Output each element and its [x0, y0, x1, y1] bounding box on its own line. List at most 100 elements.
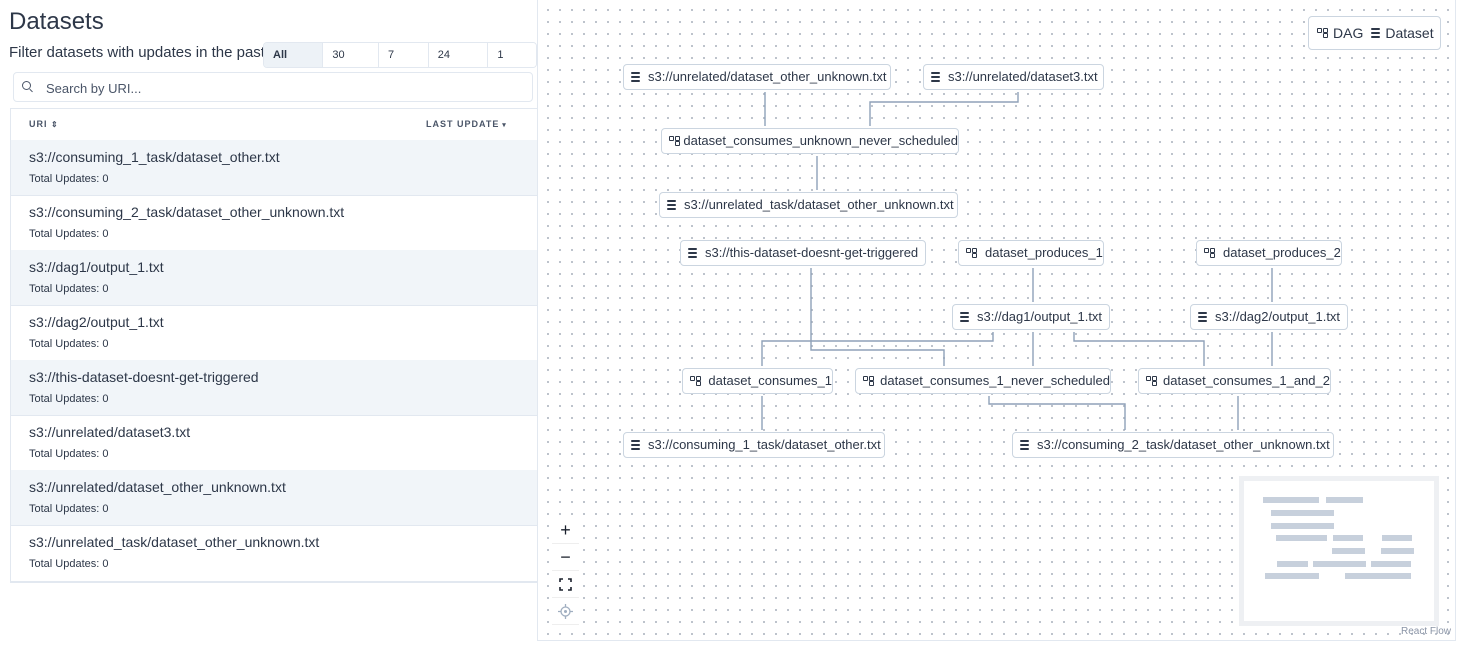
sort-icon: ⇕	[51, 120, 59, 129]
dataset-node[interactable]: s3://unrelated_task/dataset_other_unknow…	[659, 192, 958, 218]
legend-dataset-label: Dataset	[1385, 25, 1434, 41]
dataset-uri: s3://consuming_2_task/dataset_other_unkn…	[29, 204, 345, 220]
edge	[761, 332, 994, 366]
dag-node[interactable]: dataset_consumes_1_and_2	[1138, 368, 1331, 394]
node-label: s3://unrelated_task/dataset_other_unknow…	[684, 197, 954, 212]
range-7-days-button[interactable]: 7 days	[377, 43, 428, 67]
dataset-uri: s3://dag2/output_1.txt	[29, 314, 164, 330]
fit-view-button[interactable]	[552, 571, 579, 598]
legend-dag-label: DAG	[1333, 25, 1364, 41]
edge	[988, 396, 1126, 430]
total-updates: Total Updates: 0	[29, 503, 109, 515]
fit-view-icon	[559, 577, 572, 591]
dag-node[interactable]: dataset_consumes_unknown_never_scheduled	[661, 128, 959, 154]
dataset-icon	[1371, 27, 1381, 39]
table-row[interactable]: s3://dag1/output_1.txt Total Updates: 0	[11, 250, 537, 306]
table-row[interactable]: s3://unrelated_task/dataset_other_unknow…	[11, 525, 537, 580]
dataset-icon	[1198, 311, 1207, 323]
react-flow-attribution[interactable]: React Flow	[1401, 626, 1452, 637]
dag-node[interactable]: dataset_consumes_1	[682, 368, 833, 394]
time-range-group: All Time 30 days 7 days 24 hours 1 hour	[263, 42, 537, 68]
minimap-node	[1371, 561, 1411, 567]
uri-header-label: URI	[29, 119, 48, 129]
graph-controls: + −	[552, 517, 580, 625]
zoom-out-button[interactable]: −	[552, 544, 579, 571]
dataset-icon	[631, 71, 640, 83]
minimap-node	[1332, 548, 1365, 554]
minimap-viewport	[1244, 481, 1434, 621]
total-updates: Total Updates: 0	[29, 338, 109, 350]
page-title: Datasets	[9, 8, 104, 35]
dataset-icon	[931, 71, 940, 83]
table-row[interactable]: s3://consuming_2_task/dataset_other_unkn…	[11, 195, 537, 251]
uri-column-header[interactable]: URI ⇕	[29, 119, 59, 129]
table-row[interactable]: s3://consuming_1_task/dataset_other.txt …	[11, 140, 537, 196]
dataset-uri: s3://this-dataset-doesnt-get-triggered	[29, 369, 259, 385]
zoom-in-button[interactable]: +	[552, 517, 579, 544]
datasets-panel: Datasets Filter datasets with updates in…	[0, 0, 538, 648]
dataset-icon	[1020, 439, 1029, 451]
legend-dag: DAG	[1317, 25, 1363, 41]
dag-icon	[1204, 248, 1215, 258]
dataset-icon	[667, 199, 676, 211]
node-label: s3://unrelated/dataset_other_unknown.txt	[648, 69, 887, 84]
dag-node[interactable]: dataset_produces_1	[958, 240, 1104, 266]
total-updates: Total Updates: 0	[29, 558, 109, 570]
dataset-node[interactable]: s3://dag2/output_1.txt	[1190, 304, 1348, 330]
dag-node[interactable]: dataset_produces_2	[1196, 240, 1342, 266]
minimap-node	[1382, 535, 1412, 541]
node-label: dataset_produces_1	[985, 245, 1103, 260]
dag-icon	[966, 248, 977, 258]
node-label: s3://this-dataset-doesnt-get-triggered	[705, 245, 919, 260]
dag-icon	[863, 376, 874, 386]
node-label: dataset_produces_2	[1223, 245, 1341, 260]
graph-legend: DAG Dataset	[1308, 16, 1441, 50]
center-button[interactable]	[552, 598, 579, 625]
search-input[interactable]	[44, 73, 528, 103]
total-updates: Total Updates: 0	[29, 228, 109, 240]
range-all-time-button[interactable]: All Time	[264, 43, 323, 67]
dataset-node[interactable]: s3://unrelated/dataset_other_unknown.txt	[623, 64, 891, 90]
dataset-graph-canvas[interactable]: s3://unrelated/dataset_other_unknown.txt…	[537, 0, 1456, 641]
node-label: s3://dag1/output_1.txt	[977, 309, 1103, 324]
dataset-node[interactable]: s3://unrelated/dataset3.txt	[923, 64, 1104, 90]
range-1-hour-button[interactable]: 1 hour	[487, 43, 536, 67]
total-updates: Total Updates: 0	[29, 283, 109, 295]
node-label: s3://unrelated/dataset3.txt	[948, 69, 1098, 84]
crosshair-icon	[558, 603, 573, 619]
dataset-uri: s3://unrelated_task/dataset_other_unknow…	[29, 534, 320, 550]
dataset-uri: s3://dag1/output_1.txt	[29, 259, 164, 275]
last-update-column-header[interactable]: LAST UPDATE ▾	[426, 119, 507, 129]
minimap-node	[1333, 535, 1363, 541]
dataset-uri: s3://unrelated/dataset_other_unknown.txt	[29, 479, 286, 495]
dataset-node[interactable]: s3://consuming_2_task/dataset_other_unkn…	[1012, 432, 1334, 458]
minimap-node	[1345, 573, 1411, 579]
range-30-days-button[interactable]: 30 days	[322, 43, 378, 67]
dataset-node[interactable]: s3://this-dataset-doesnt-get-triggered	[680, 240, 926, 266]
node-label: s3://consuming_1_task/dataset_other.txt	[648, 437, 881, 452]
total-updates: Total Updates: 0	[29, 448, 109, 460]
dag-node[interactable]: dataset_consumes_1_never_scheduled	[855, 368, 1111, 394]
total-updates: Total Updates: 0	[29, 393, 109, 405]
node-label: s3://consuming_2_task/dataset_other_unkn…	[1037, 437, 1330, 452]
edge	[869, 92, 1019, 126]
dag-icon	[1146, 376, 1157, 386]
table-row[interactable]: s3://dag2/output_1.txt Total Updates: 0	[11, 305, 537, 361]
range-24-hours-button[interactable]: 24 hours	[427, 43, 488, 67]
search-icon	[22, 81, 31, 90]
dataset-node[interactable]: s3://dag1/output_1.txt	[952, 304, 1110, 330]
minimap[interactable]	[1239, 476, 1439, 626]
node-label: dataset_consumes_1_and_2	[1163, 373, 1330, 388]
node-label: dataset_consumes_1_never_scheduled	[880, 373, 1110, 388]
node-label: s3://dag2/output_1.txt	[1215, 309, 1341, 324]
dataset-uri: s3://consuming_1_task/dataset_other.txt	[29, 149, 280, 165]
minus-icon: −	[560, 546, 571, 567]
last-update-header-label: LAST UPDATE	[426, 119, 500, 129]
dataset-node[interactable]: s3://consuming_1_task/dataset_other.txt	[623, 432, 885, 458]
table-row[interactable]: s3://this-dataset-doesnt-get-triggered T…	[11, 360, 537, 416]
graph-edges	[761, 92, 1273, 430]
table-row[interactable]: s3://unrelated/dataset_other_unknown.txt…	[11, 470, 537, 526]
table-row[interactable]: s3://unrelated/dataset3.txt Total Update…	[11, 415, 537, 471]
dag-icon	[1317, 28, 1328, 38]
minimap-node	[1313, 561, 1366, 567]
